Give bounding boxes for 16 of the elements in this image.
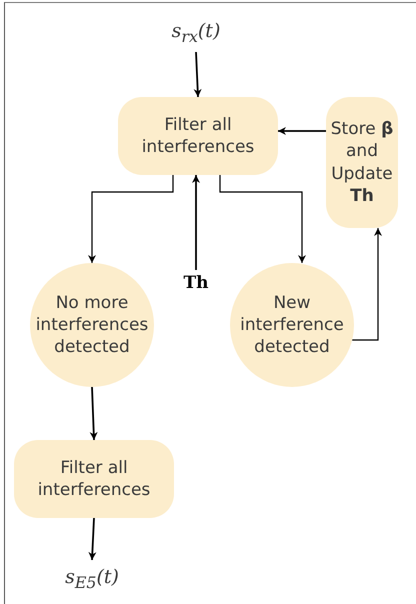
signal-label: s$_{E5}$(t) bbox=[56, 560, 128, 598]
arrow bbox=[352, 228, 382, 341]
arrow bbox=[219, 175, 306, 263]
arrow bbox=[194, 52, 202, 98]
state-circle: New interference detected bbox=[230, 263, 354, 387]
arrow bbox=[88, 175, 174, 263]
arrow bbox=[192, 175, 200, 270]
signal-label: s$_{rx}$(t) bbox=[160, 14, 232, 52]
arrow bbox=[88, 518, 96, 560]
arrow bbox=[90, 386, 98, 440]
state-circle: No more interferences detected bbox=[30, 263, 154, 387]
arrow bbox=[278, 127, 326, 135]
process-box: Filter all interferences bbox=[14, 440, 174, 518]
process-box: Store β and Update Th bbox=[326, 97, 398, 228]
process-box: Filter all interferences bbox=[118, 97, 278, 175]
threshold-label: Th bbox=[180, 270, 212, 296]
